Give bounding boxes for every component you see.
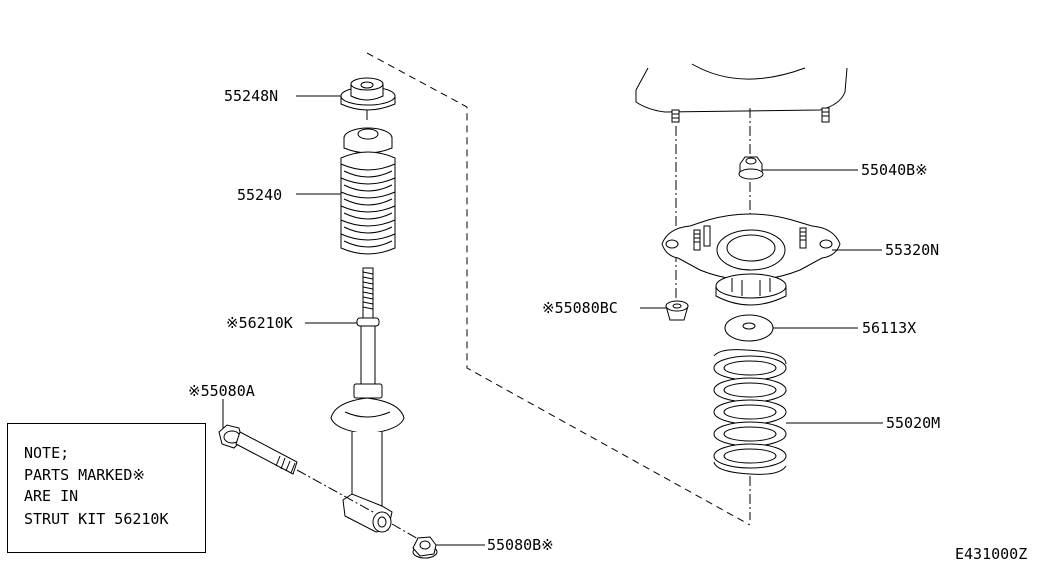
dust-boot-part [340, 127, 396, 255]
label-55320N: 55320N [885, 241, 940, 259]
label-55080A: ※55080A [188, 382, 255, 400]
label-55040B: 55040B※ [861, 161, 928, 179]
label-55248N: 55248N [224, 87, 279, 105]
label-55080B: 55080B※ [487, 536, 554, 554]
figure-code: E431000Z [955, 545, 1028, 563]
shock-absorber-part [330, 267, 405, 533]
mounting-bolt-part [218, 424, 374, 513]
note-text-line: ARE IN [24, 487, 79, 505]
note-text-line: PARTS MARKED※ [24, 466, 145, 484]
bump-stop-part [340, 77, 396, 111]
note-heading: NOTE; [24, 444, 70, 462]
leader-lines [222, 95, 883, 546]
label-55080BC: ※55080BC [542, 299, 618, 317]
strut-mount-part [661, 213, 841, 306]
assembly-boundary-dashed [366, 52, 751, 526]
bushing-part [665, 300, 689, 321]
label-55240: 55240 [237, 186, 283, 204]
label-56210K: ※56210K [226, 314, 293, 332]
flange-nut-part [391, 523, 438, 559]
coil-spring-part [713, 349, 787, 475]
label-56113X: 56113X [862, 319, 917, 337]
label-55020M: 55020M [886, 414, 941, 432]
upper-nut-part [738, 156, 764, 180]
body-panel [635, 63, 848, 123]
note-text-line: STRUT KIT 56210K [24, 510, 169, 528]
note-box: NOTE; PARTS MARKED※ ARE IN STRUT KIT 562… [7, 423, 206, 553]
spring-seat-part [724, 314, 774, 342]
